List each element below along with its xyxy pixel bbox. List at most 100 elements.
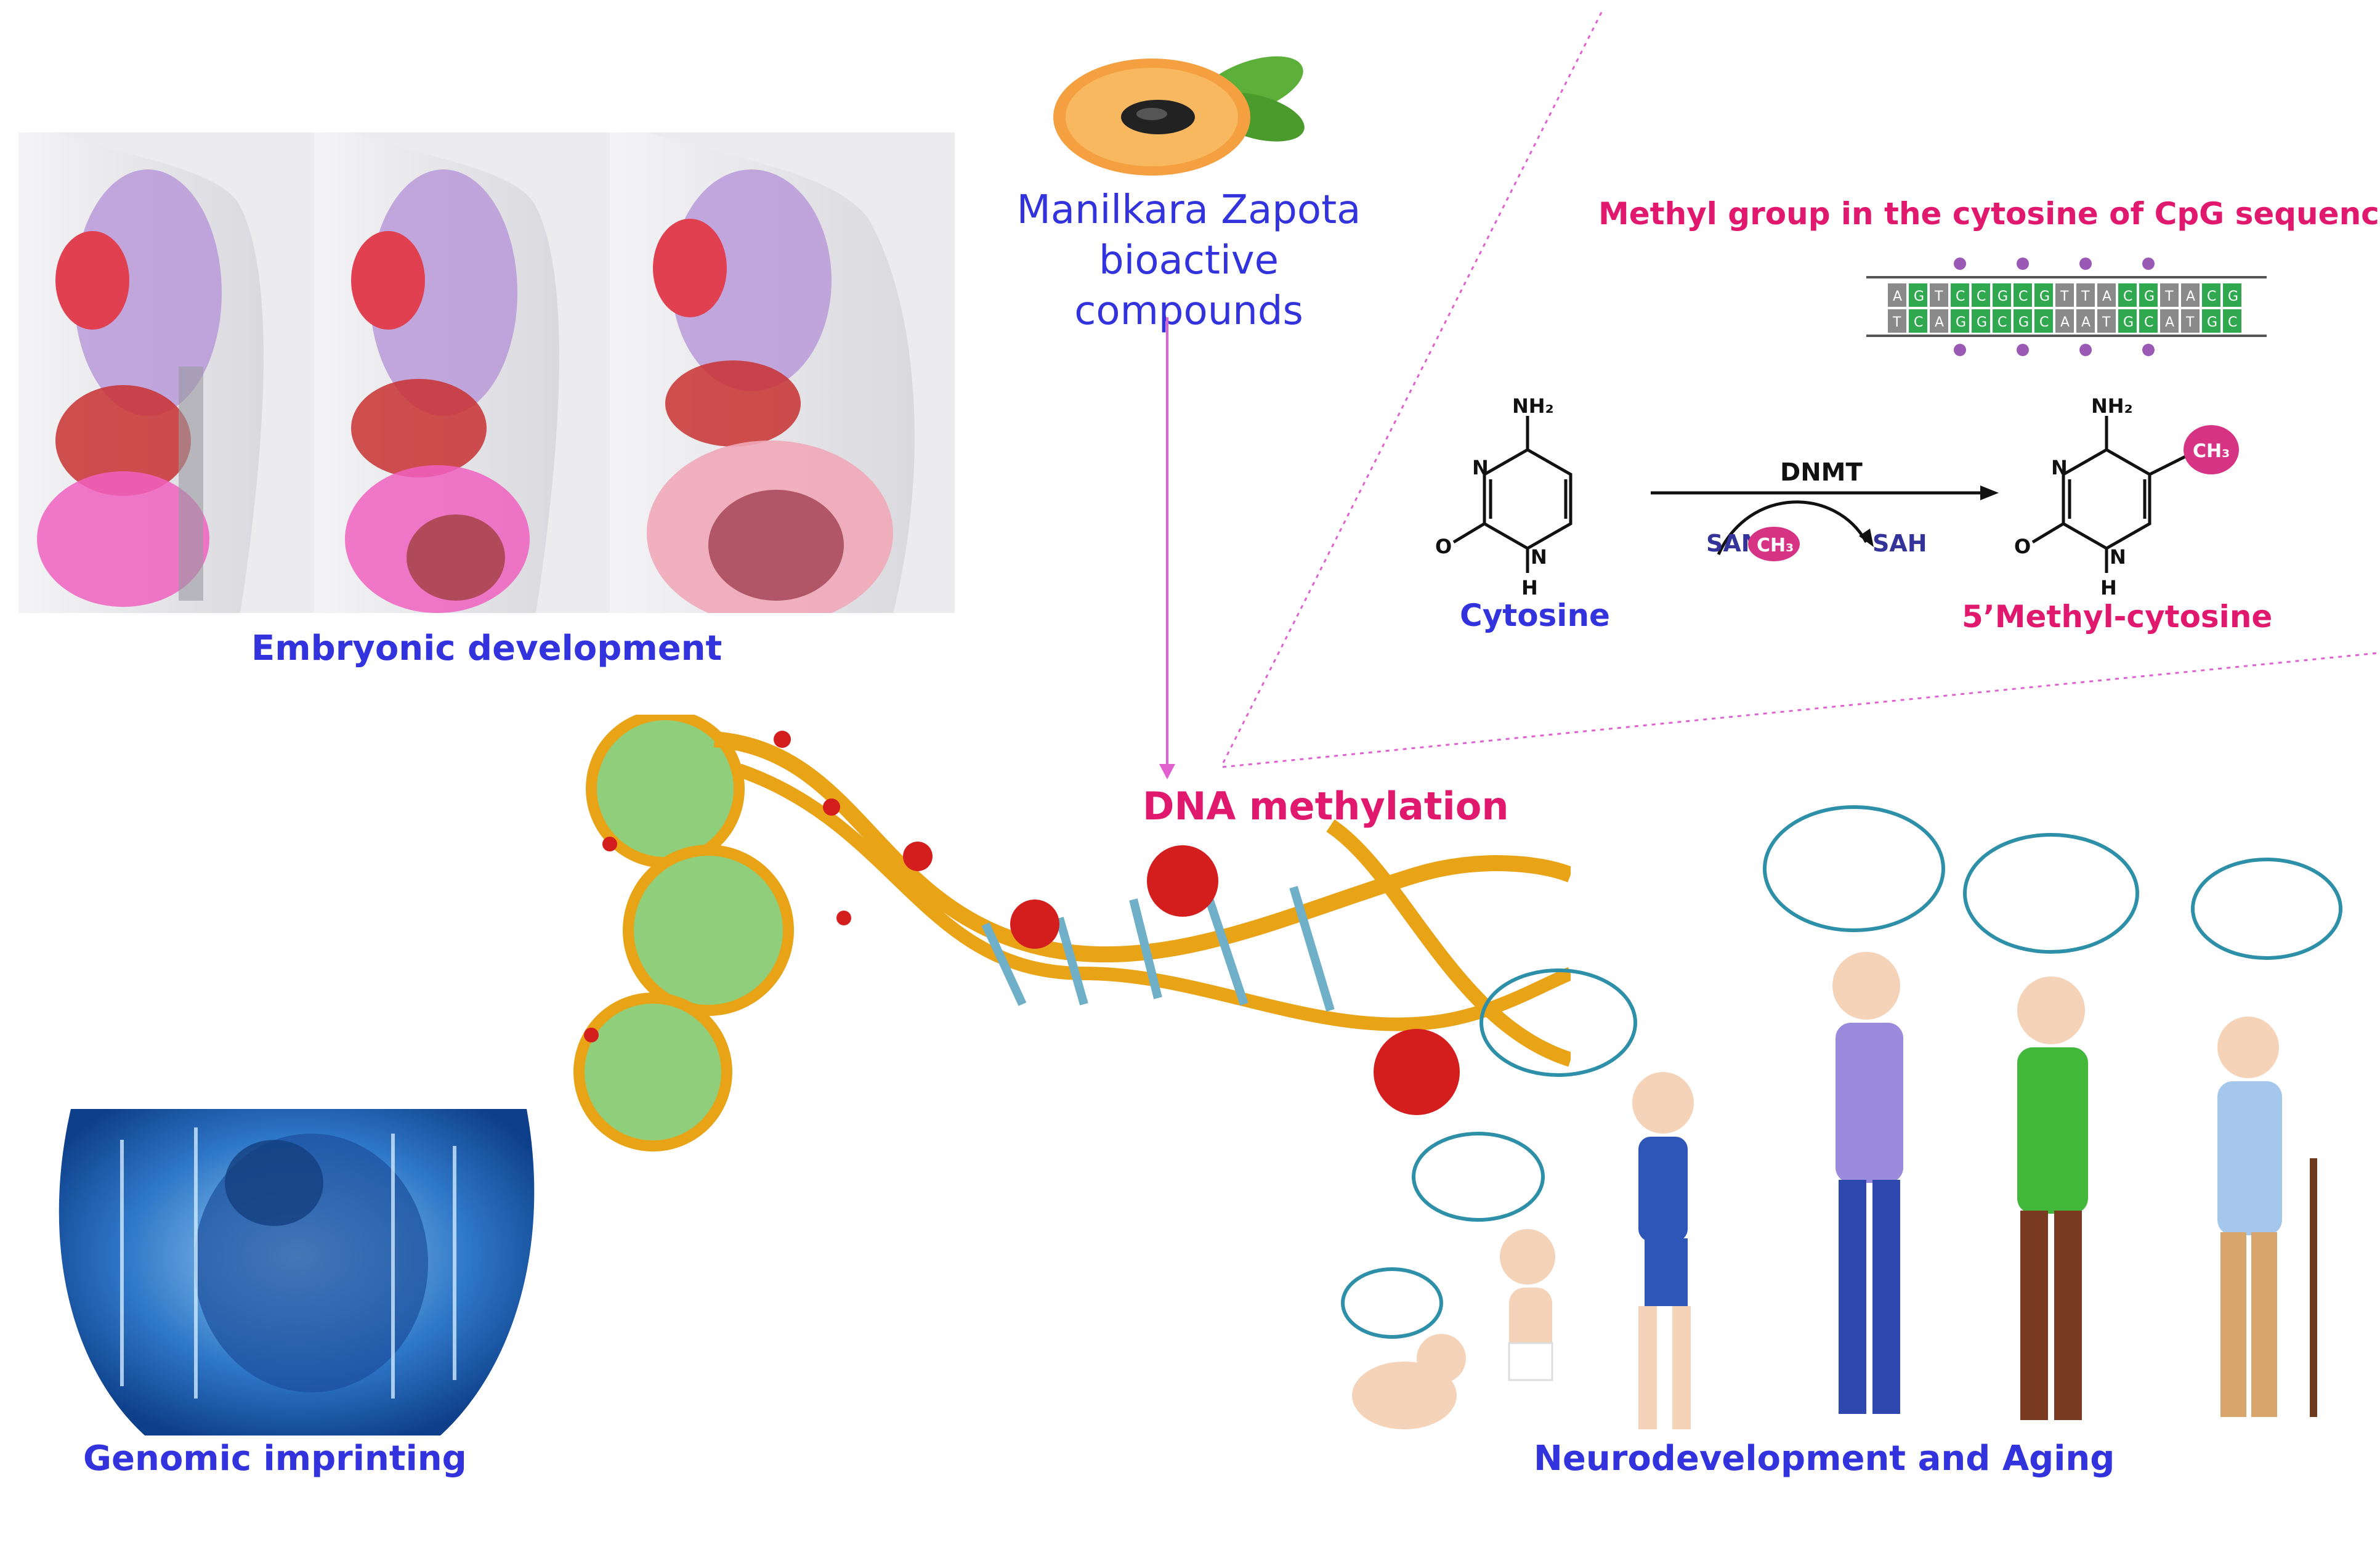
label-neurodevelopment-aging: Neurodevelopment and Aging <box>1534 1439 2115 1479</box>
cytosine-h: H <box>1521 576 1538 599</box>
cpg-base-cell-bottom <box>2014 309 2032 333</box>
methylcytosine-o: O <box>2014 535 2031 558</box>
cpg-base-cell-top <box>2076 283 2095 307</box>
cpg-base-letter-top: C <box>1977 289 1986 304</box>
cpg-base-letter-bottom: T <box>1892 315 1901 330</box>
cpg-base-letter-bottom: A <box>2081 315 2091 330</box>
cpg-base-cell-bottom <box>2076 309 2095 333</box>
label-methyl-group: Methyl group in the cytosine of CpG sequ… <box>1598 196 2380 232</box>
cpg-base-cell-bottom <box>2223 309 2241 333</box>
cpg-base-letter-bottom: C <box>2144 315 2153 330</box>
label-cytosine: Cytosine <box>1460 598 1610 633</box>
person-figure <box>1500 1229 1555 1381</box>
cpg-base-letter-top: T <box>2060 289 2069 304</box>
cpg-base-letter-top: T <box>1934 289 1943 304</box>
product-methyl-text: CH₃ <box>2193 441 2230 462</box>
cytosine-n1: N <box>1531 545 1547 569</box>
cpg-base-cell-top <box>2055 283 2074 307</box>
cpg-base-cell-bottom <box>1888 309 1906 333</box>
cytosine-structure <box>1452 416 1572 573</box>
cpg-base-letter-bottom: G <box>2018 315 2029 330</box>
label-genomic-imprinting: Genomic imprinting <box>83 1439 467 1479</box>
cpg-base-letter-bottom: G <box>2123 315 2134 330</box>
embryo-illustration <box>59 1109 535 1435</box>
methylation-reaction: NH₂ N N O H DNMT SAM CH₃ SAH NH₂ N N O H… <box>1435 394 2239 599</box>
label-methyl-cytosine: 5’Methyl-cytosine <box>1962 599 2273 635</box>
person-figure <box>2217 1017 2317 1417</box>
cpg-base-cell-bottom <box>2055 309 2074 333</box>
cpg-methyl-marker <box>1954 344 1966 356</box>
enzyme-label: DNMT <box>1780 458 1863 487</box>
cpg-base-letter-top: C <box>2207 289 2216 304</box>
cpg-base-cell-top <box>1972 283 1990 307</box>
cpg-base-cell-top <box>2139 283 2158 307</box>
fruit-icon <box>1053 56 1305 176</box>
cpg-base-letter-bottom: A <box>1935 315 1944 330</box>
cpg-base-cell-top <box>1909 283 1927 307</box>
cpg-base-letter-bottom: C <box>2228 315 2237 330</box>
cytosine-n3: N <box>1472 456 1489 479</box>
neurodevelopment-illustration <box>1341 805 2342 1429</box>
cpg-base-letter-top: G <box>2144 289 2155 304</box>
product-methyl-badge <box>2184 425 2239 474</box>
fruit-name-line: Manilkara Zapota <box>1016 187 1361 233</box>
cpg-base-letter-top: C <box>2123 289 2132 304</box>
methylcytosine-nh2: NH₂ <box>2091 394 2133 418</box>
body-panel-1 <box>18 132 264 613</box>
cpg-base-letter-top: C <box>2018 289 2028 304</box>
label-manilkara-zapota: Manilkara Zapota bioactive compounds <box>992 185 1386 336</box>
label-embryonic-development: Embryonic development <box>251 628 722 668</box>
donor-methyl-text: CH₃ <box>1757 535 1794 556</box>
cpg-base-letter-bottom: A <box>2165 315 2174 330</box>
cpg-base-letter-bottom: C <box>1914 315 1923 330</box>
cpg-base-cell-top <box>2160 283 2179 307</box>
cpg-base-letter-top: T <box>2081 289 2090 304</box>
cpg-base-letter-top: G <box>2228 289 2238 304</box>
cpg-base-cell-top <box>1888 283 1906 307</box>
cytosine-nh2: NH₂ <box>1512 394 1554 418</box>
methylcytosine-n1: N <box>2110 545 2126 569</box>
cpg-methyl-marker <box>1954 258 1966 270</box>
methyl-sphere-1 <box>1147 845 1218 917</box>
methylcytosine-n3: N <box>2051 456 2068 479</box>
cpg-base-letter-top: G <box>1997 289 2008 304</box>
cpg-methyl-marker <box>2079 344 2092 356</box>
cpg-base-cell-top <box>1951 283 1969 307</box>
cpg-base-cell-top <box>1993 283 2011 307</box>
cpg-base-cell-bottom <box>2181 309 2200 333</box>
cpg-base-cell-bottom <box>2097 309 2116 333</box>
cpg-base-letter-bottom: C <box>1997 315 2007 330</box>
cpg-base-letter-top: G <box>1914 289 1924 304</box>
cpg-base-letter-top: G <box>2039 289 2050 304</box>
cpg-base-cell-bottom <box>1930 309 1948 333</box>
cpg-base-cell-bottom <box>1909 309 1927 333</box>
cpg-base-letter-bottom: G <box>2207 315 2217 330</box>
body-panel-2 <box>314 132 559 613</box>
label-dna-methylation: DNA methylation <box>1143 784 1509 829</box>
cpg-base-cell-top <box>2118 283 2137 307</box>
cpg-base-letter-top: A <box>2102 289 2111 304</box>
cpg-base-cell-bottom <box>1951 309 1969 333</box>
cytosine-o: O <box>1435 535 1452 558</box>
cpg-base-cell-top <box>1930 283 1948 307</box>
cpg-methyl-marker <box>2142 344 2155 356</box>
cpg-base-cell-bottom <box>2118 309 2137 333</box>
cpg-base-cell-top <box>2202 283 2220 307</box>
cpg-methyl-marker <box>2142 258 2155 270</box>
cpg-base-letter-top: A <box>1893 289 1902 304</box>
cpg-base-letter-bottom: C <box>2039 315 2049 330</box>
cpg-base-cell-top <box>2034 283 2053 307</box>
byproduct-label: SAH <box>1872 530 1927 557</box>
fruit-compounds-line: bioactive compounds <box>1074 238 1303 334</box>
cpg-base-cell-bottom <box>2160 309 2179 333</box>
person-figure <box>1632 1072 1694 1429</box>
methyl-sphere-2 <box>1010 899 1059 949</box>
cpg-base-letter-bottom: T <box>2185 315 2195 330</box>
methyl-sphere-4 <box>903 842 933 871</box>
methylcytosine-h: H <box>2100 576 2117 599</box>
dna-helix-illustration <box>573 715 1571 1151</box>
person-figure <box>1352 1334 1466 1429</box>
cpg-base-letter-bottom: G <box>1977 315 1987 330</box>
